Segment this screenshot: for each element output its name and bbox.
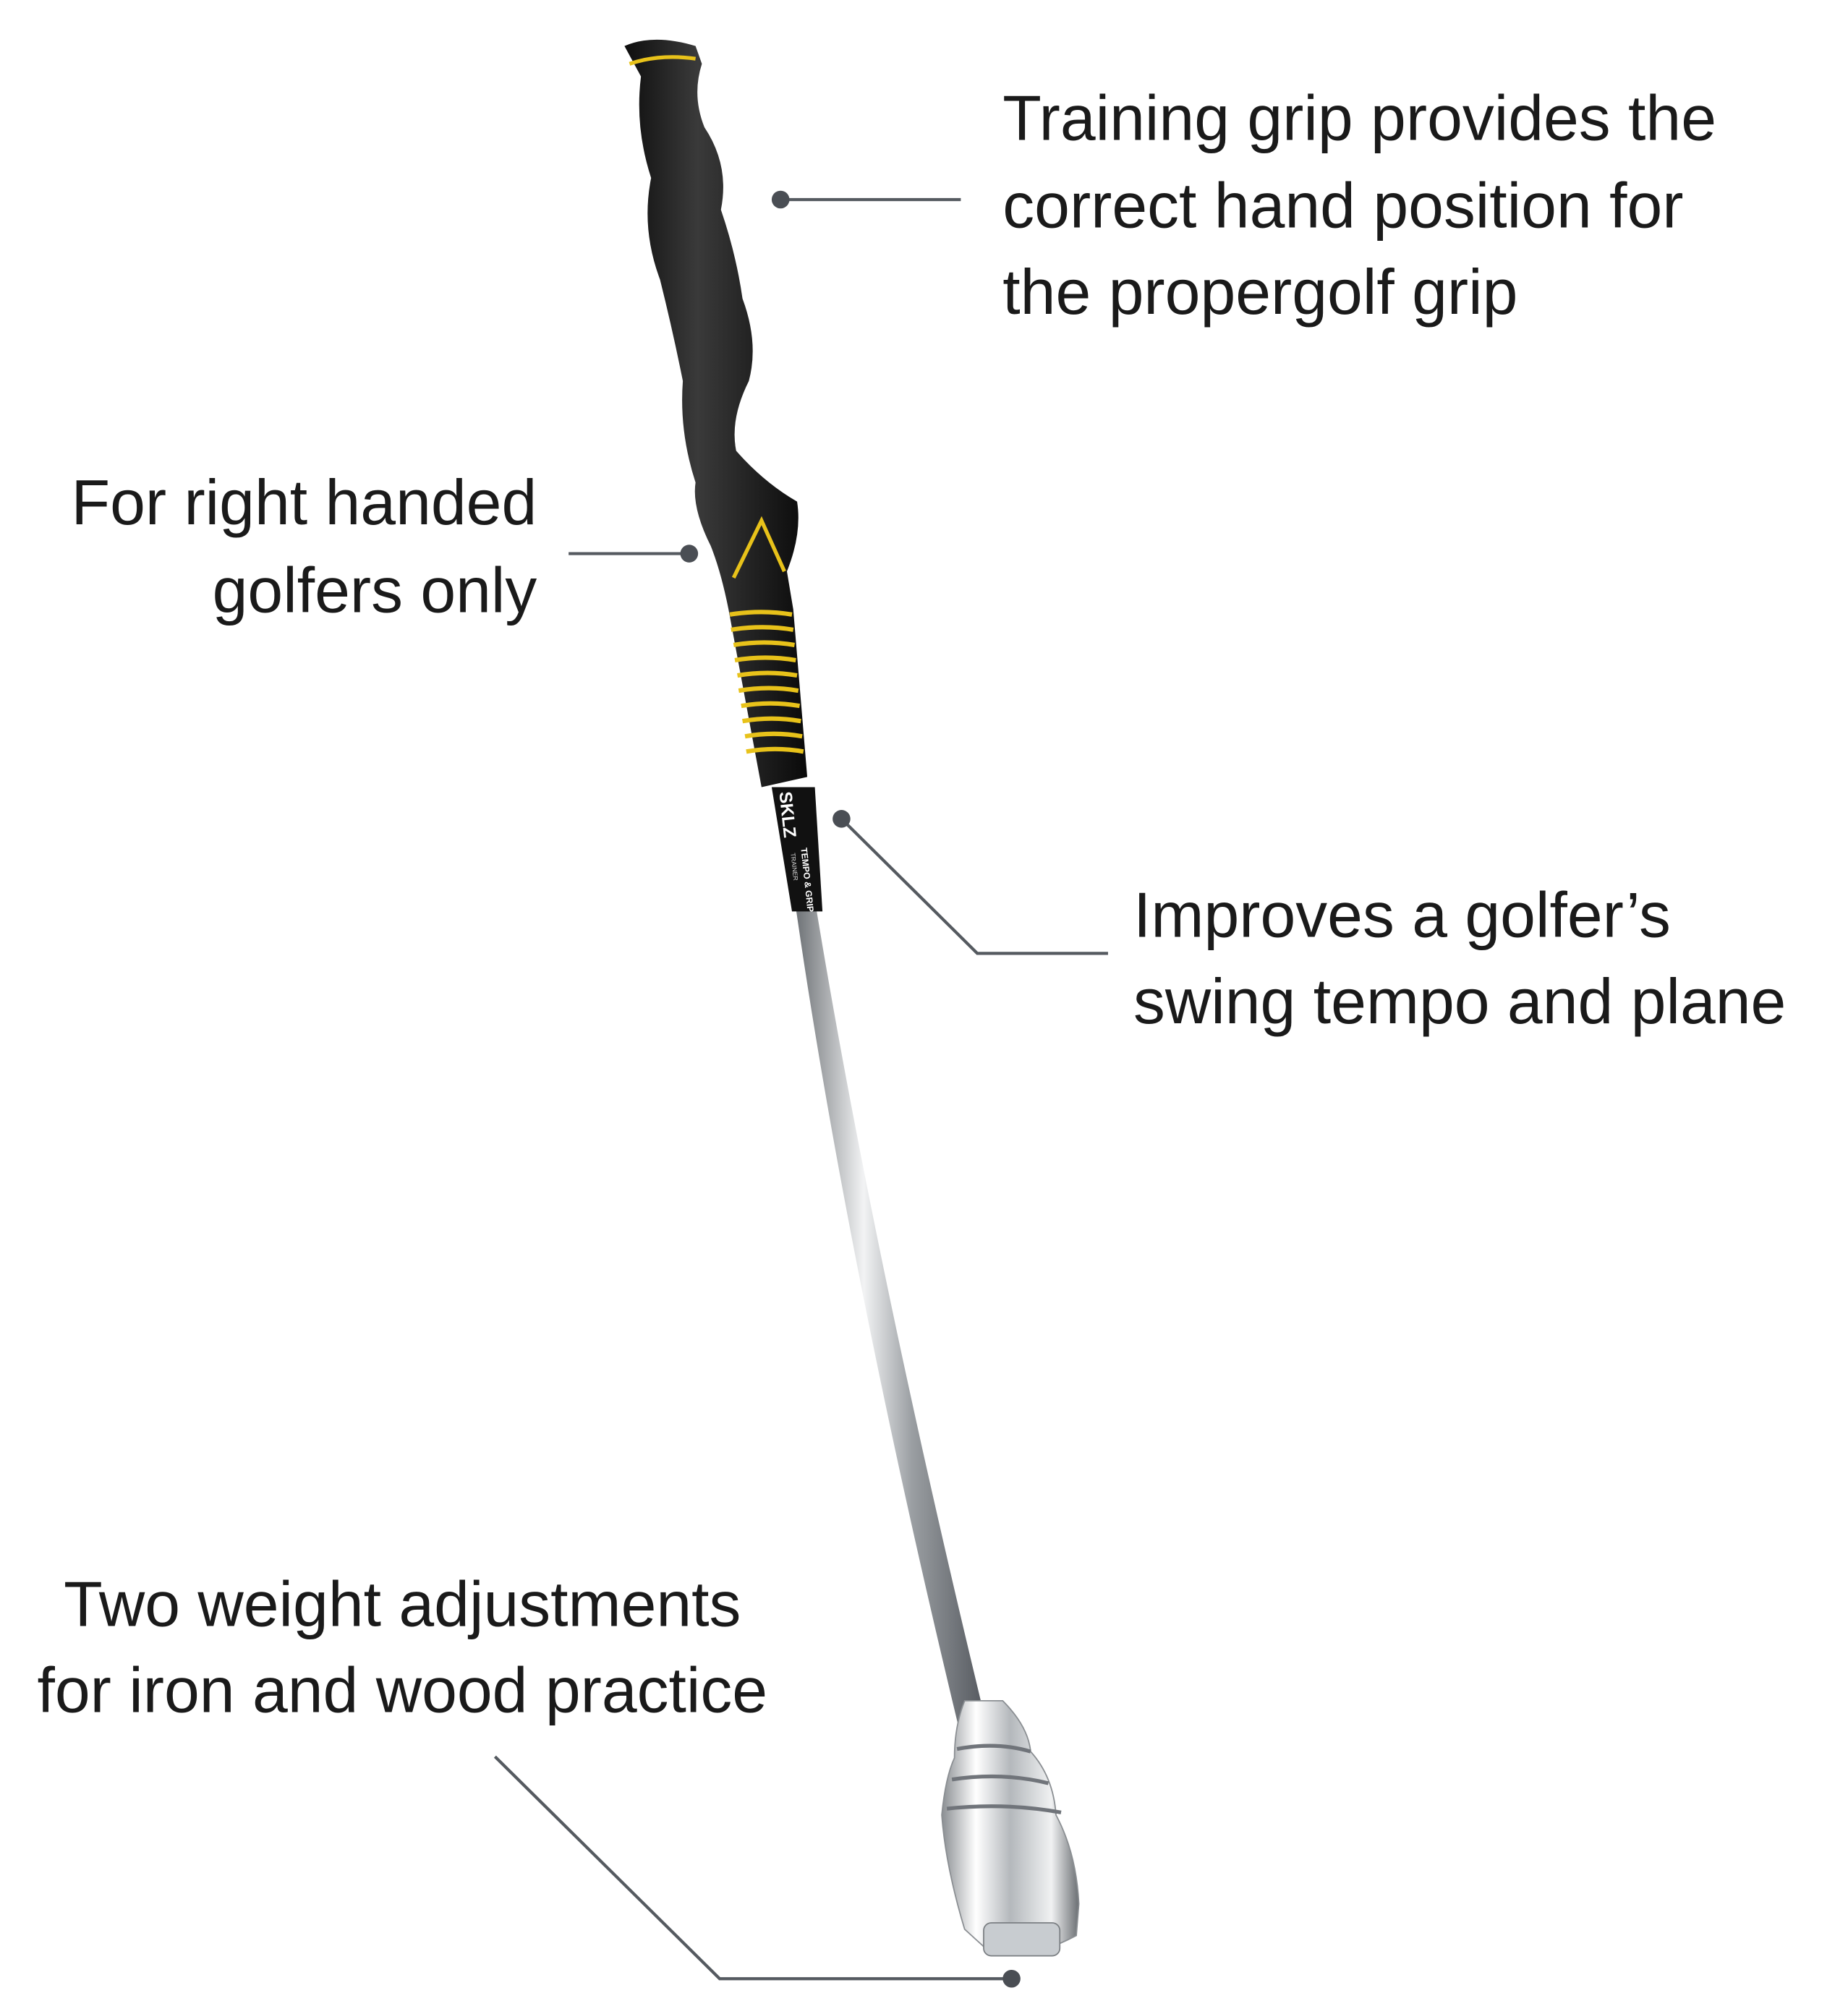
- callout-line: Two weight adjustments: [64, 1569, 741, 1639]
- callout-tempo: Improves a golfer’s swing tempo and plan…: [1133, 880, 1786, 1037]
- shaft: [796, 908, 990, 1742]
- callout-line: For right handed: [71, 467, 537, 538]
- product-subtitle-label: TRAINER: [789, 853, 799, 881]
- callout-line: for iron and wood practice: [38, 1655, 768, 1726]
- weight-head: [941, 1700, 1080, 1957]
- golf-trainer-club: SKLZ TEMPO & GRIP TRAINER: [624, 39, 1080, 1957]
- callout-line: the propergolf grip: [1002, 257, 1517, 328]
- callout-weight: Two weight adjustments for iron and wood…: [38, 1569, 768, 1725]
- label-sleeve: [771, 787, 823, 912]
- leader-tempo: [833, 810, 1108, 955]
- grip: [624, 39, 808, 788]
- knurled-cap: [983, 1922, 1061, 1957]
- leader-grip: [771, 190, 961, 209]
- grip-v-mark: [731, 516, 786, 579]
- grip-yellow-rings: [729, 610, 804, 754]
- callout-line: golfers only: [213, 555, 537, 626]
- leader-handed: [569, 545, 699, 563]
- callout-line: correct hand position for: [1002, 171, 1683, 242]
- callout-grip: Training grip provides the correct hand …: [1002, 83, 1716, 328]
- head-ridges: [946, 1744, 1062, 1814]
- grip-accent-top: [629, 55, 697, 66]
- callout-line: swing tempo and plane: [1133, 966, 1786, 1037]
- callout-line: Improves a golfer’s: [1133, 880, 1671, 951]
- callout-line: Training grip provides the: [1002, 83, 1716, 154]
- callout-handed: For right handed golfers only: [71, 467, 537, 626]
- leader-weight: [493, 1755, 1021, 1988]
- brand-logo: SKLZ: [775, 790, 799, 839]
